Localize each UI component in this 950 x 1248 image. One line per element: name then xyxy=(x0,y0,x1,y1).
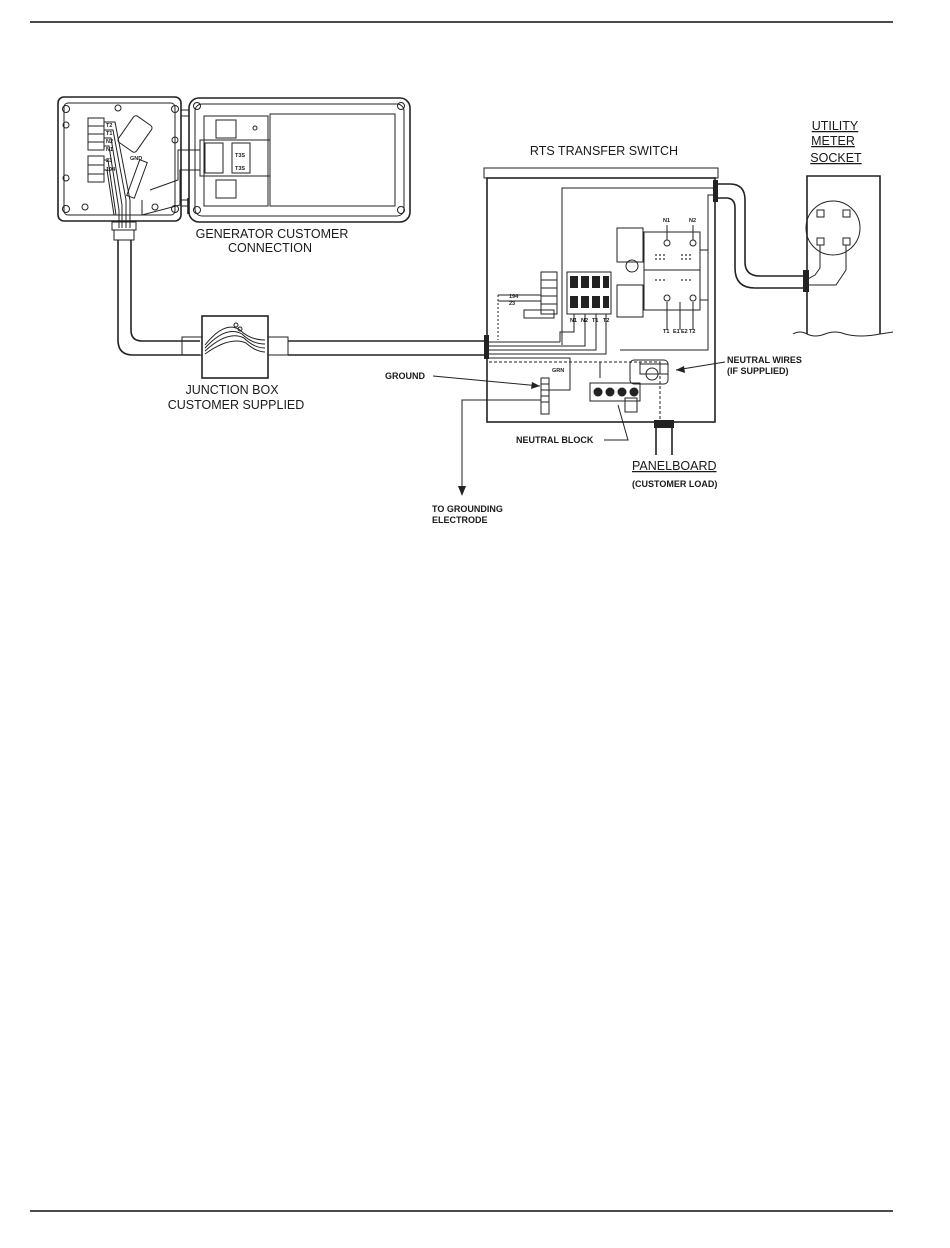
junction-box-label-1: JUNCTION BOX xyxy=(185,383,279,397)
generator-connection-label-2: CONNECTION xyxy=(228,241,312,255)
grounding-electrode-lead xyxy=(462,400,541,490)
ts-terminal-n2: N2 xyxy=(581,318,588,324)
utility-label-1: UTILITY xyxy=(812,119,859,133)
ts-terminal-t2: T2 xyxy=(603,318,609,324)
svg-text:T3S: T3S xyxy=(235,153,245,159)
svg-text:T3S: T3S xyxy=(235,166,245,172)
generator-connection-label-1: GENERATOR CUSTOMER xyxy=(196,227,349,241)
neutral-block-label: NEUTRAL BLOCK xyxy=(516,435,594,445)
junction-box xyxy=(182,316,288,378)
neutral-wires-label-1: NEUTRAL WIRES xyxy=(727,355,802,365)
ts-terminal-n1: N1 xyxy=(570,318,577,324)
relay-terminal-n1: N1 xyxy=(663,218,670,224)
conduit-junction-to-switch xyxy=(288,341,488,355)
relay-terminal-n2: N2 xyxy=(689,218,696,224)
gen-terminal-t1: T1 xyxy=(106,131,112,137)
gen-terminal-23: 23 xyxy=(106,158,112,164)
customer-load-label: (CUSTOMER LOAD) xyxy=(632,479,717,489)
rts-transfer-switch xyxy=(484,168,718,455)
ts-terminal-23: 23 xyxy=(509,301,515,307)
ground-wire-grn: GRN xyxy=(552,368,564,374)
ts-terminal-194: 194 xyxy=(509,294,519,300)
relay-terminal-t1: T1 xyxy=(663,329,669,335)
to-grounding-label-2: ELECTRODE xyxy=(432,515,488,525)
relay-terminal-e2: E2 xyxy=(681,329,688,335)
gen-terminal-t2: T2 xyxy=(106,123,112,129)
utility-label-3: SOCKET xyxy=(810,151,862,165)
utility-meter-socket xyxy=(793,176,893,336)
gen-terminal-n1: N1 xyxy=(106,147,113,153)
ts-terminal-t1: T1 xyxy=(592,318,598,324)
gen-terminal-gnd: GND xyxy=(130,156,142,162)
conduit-generator-to-junction xyxy=(112,222,200,355)
relay-terminal-t2: T2 xyxy=(689,329,695,335)
gen-terminal-194: 194 xyxy=(106,167,116,173)
junction-box-label-2: CUSTOMER SUPPLIED xyxy=(168,398,305,412)
relay-terminal-e1: E1 xyxy=(673,329,680,335)
utility-label-2: METER xyxy=(811,134,855,148)
neutral-wires-label-2: (IF SUPPLIED) xyxy=(727,366,789,376)
gen-terminal-n2: N2 xyxy=(106,139,113,145)
to-grounding-label-1: TO GROUNDING xyxy=(432,504,503,514)
panelboard-label: PANELBOARD xyxy=(632,459,717,473)
conduit-switch-to-meter xyxy=(714,184,809,292)
ground-label: GROUND xyxy=(385,371,425,381)
rts-transfer-switch-label: RTS TRANSFER SWITCH xyxy=(530,144,678,158)
